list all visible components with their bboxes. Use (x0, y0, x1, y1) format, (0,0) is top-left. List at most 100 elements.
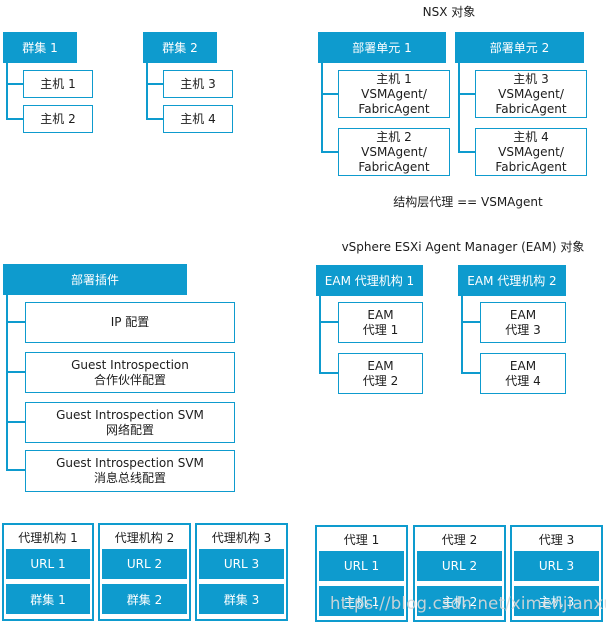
connector-line (6, 295, 8, 471)
agent-label: EAM (509, 358, 537, 373)
host-4-agent-box: 主机 4 VSMAgent/ FabricAgent (475, 128, 587, 176)
agent-label: EAM (367, 358, 394, 373)
connector-line (461, 372, 480, 374)
host-3-box: 主机 3 (163, 70, 233, 98)
cluster-2-header: 群集 2 (143, 32, 217, 63)
agency-card-title: 代理机构 2 (114, 530, 175, 545)
eam-agent-3-box: EAM 代理 3 (480, 302, 566, 343)
eam-agent-2-box: EAM 代理 2 (338, 353, 423, 394)
agency-card-title: 代理机构 1 (18, 530, 78, 545)
config-label: Guest Introspection (71, 357, 189, 372)
agent-label: 代理 3 (505, 322, 541, 337)
eam-agent-4-box: EAM 代理 4 (480, 353, 566, 394)
connector-line (6, 321, 25, 323)
agency-url-row: URL 3 (199, 549, 284, 579)
host-4-box: 主机 4 (163, 105, 233, 133)
agent-label: VSMAgent/ (361, 144, 427, 159)
deployment-unit-2-header: 部署单元 2 (455, 32, 584, 63)
host-label: 主机 2 (376, 129, 412, 144)
connector-line (6, 63, 8, 120)
connector-line (6, 83, 23, 85)
connector-line (319, 321, 338, 323)
agent-label: EAM (509, 307, 537, 322)
svm-messagebus-config-box: Guest Introspection SVM 消息总线配置 (25, 450, 235, 492)
config-label: Guest Introspection SVM (56, 407, 204, 422)
svm-network-config-box: Guest Introspection SVM 网络配置 (25, 402, 235, 443)
agent-card-title: 代理 1 (343, 532, 380, 547)
agency-url-row: URL 2 (102, 549, 187, 579)
agent-label: FabricAgent (358, 101, 430, 116)
connector-line (6, 469, 25, 471)
fabric-agent-caption: 结构层代理 == VSMAgent (393, 195, 543, 209)
host-1-box: 主机 1 (23, 70, 93, 98)
cluster-1-header: 群集 1 (3, 32, 77, 63)
connector-line (461, 321, 480, 323)
ip-config-box: IP 配置 (25, 302, 235, 343)
watermark-url: https://blog.csdn.net/ximenjianxue (330, 594, 606, 613)
host-2-box: 主机 2 (23, 105, 93, 133)
config-label: IP 配置 (110, 315, 150, 329)
agent-label: 代理 2 (362, 373, 399, 388)
deployment-plugin-header: 部署插件 (3, 264, 187, 295)
agent-url-row: URL 1 (319, 551, 404, 581)
host-3-agent-box: 主机 3 VSMAgent/ FabricAgent (475, 70, 587, 118)
connector-line (6, 421, 25, 423)
agent-card-title: 代理 2 (441, 532, 478, 547)
connector-line (6, 371, 25, 373)
agent-label: EAM (367, 307, 394, 322)
host-label: 主机 4 (513, 129, 549, 144)
deployment-unit-1-header: 部署单元 1 (318, 32, 446, 63)
agent-label: 代理 4 (505, 373, 541, 388)
agency-card-1: 代理机构 1 URL 1 群集 1 (2, 523, 94, 621)
agency-cluster-row: 群集 2 (102, 584, 187, 614)
config-label: 消息总线配置 (93, 471, 166, 485)
host-label: 主机 1 (376, 71, 412, 86)
agency-card-3: 代理机构 3 URL 3 群集 3 (195, 523, 288, 621)
agent-host-row: 主机 2 (417, 586, 502, 616)
connector-line (321, 151, 338, 153)
config-label: 网络配置 (105, 422, 154, 437)
agency-card-2: 代理机构 2 URL 2 群集 2 (98, 523, 191, 621)
agent-label: VSMAgent/ (498, 86, 564, 101)
host-1-agent-box: 主机 1 VSMAgent/ FabricAgent (338, 70, 450, 118)
eam-agency-2-header: EAM 代理机构 2 (458, 265, 566, 296)
nsx-section-title: NSX 对象 (422, 5, 476, 19)
agent-card-title: 代理 3 (538, 532, 575, 547)
agent-label: FabricAgent (358, 159, 430, 174)
connector-line (146, 83, 163, 85)
connector-line (321, 63, 323, 153)
agency-cluster-row: 群集 3 (199, 584, 284, 614)
agent-label: VSMAgent/ (361, 86, 427, 101)
connector-line (6, 118, 23, 120)
host-2-agent-box: 主机 2 VSMAgent/ FabricAgent (338, 128, 450, 176)
host-label: 主机 3 (513, 71, 549, 86)
agent-card-1: 代理 1 URL 1 主机 1 (315, 525, 408, 622)
eam-agency-1-header: EAM 代理机构 1 (316, 265, 423, 296)
agent-label: 代理 1 (362, 322, 399, 337)
eam-section-title: vSphere ESXi Agent Manager (EAM) 对象 (341, 240, 585, 254)
agency-cluster-row: 群集 1 (6, 584, 90, 614)
eam-agent-1-box: EAM 代理 1 (338, 302, 423, 343)
partner-config-box: Guest Introspection 合作伙伴配置 (25, 352, 235, 393)
config-label: 合作伙伴配置 (93, 372, 166, 387)
config-label: Guest Introspection SVM (56, 456, 204, 470)
connector-line (146, 63, 148, 120)
agent-host-row: 主机 1 (319, 586, 404, 616)
agent-card-3: 代理 3 URL 3 主机 3 (510, 525, 603, 622)
agent-card-2: 代理 2 URL 2 主机 2 (413, 525, 506, 622)
agent-url-row: URL 3 (514, 551, 599, 581)
agent-label: VSMAgent/ (498, 144, 564, 159)
agency-card-title: 代理机构 3 (211, 530, 272, 545)
connector-line (319, 372, 338, 374)
connector-line (458, 151, 475, 153)
agency-url-row: URL 1 (6, 549, 90, 579)
agent-url-row: URL 2 (417, 551, 502, 581)
agent-label: FabricAgent (495, 159, 567, 174)
agent-label: FabricAgent (495, 101, 567, 116)
connector-line (321, 93, 338, 95)
connector-line (319, 296, 321, 374)
connector-line (458, 93, 475, 95)
agent-host-row: 主机 3 (514, 586, 599, 616)
connector-line (146, 118, 163, 120)
